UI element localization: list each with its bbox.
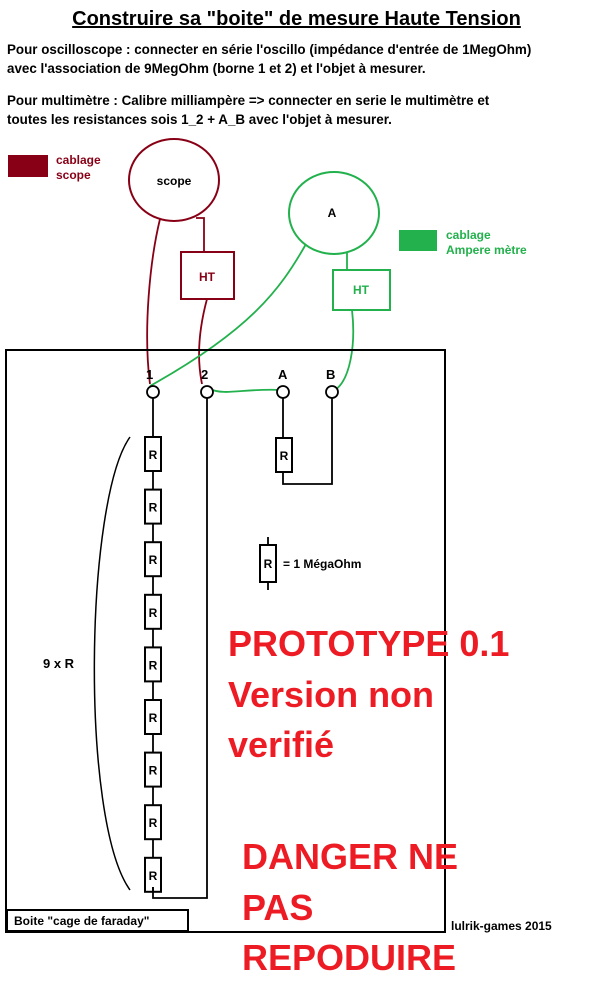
series-resistor-label: R: [149, 869, 158, 883]
ampere-ht-label: HT: [353, 283, 370, 297]
warning-line-2: Version non: [228, 674, 434, 715]
terminal-a: [276, 385, 290, 399]
resistor-chain: R R R R R R R R R: [144, 398, 162, 893]
multimeter-line-2: toutes les resistances sois 1_2 + A_B av…: [7, 112, 392, 127]
scope-label: scope: [157, 174, 192, 188]
series-count-label: 9 x R: [43, 656, 75, 671]
terminal-1: [146, 385, 160, 399]
ammeter-label: A: [328, 206, 337, 220]
resistor-value-label: = 1 MégaOhm: [283, 557, 361, 571]
ab-resistor: [275, 437, 293, 473]
ab-wire-to-terminal-b: [282, 398, 333, 485]
warning-line-4: DANGER NE: [242, 836, 458, 877]
terminal-2: [200, 385, 214, 399]
box-label-frame: [6, 909, 189, 932]
oscilloscope-instructions: Pour oscilloscope : connecter en série l…: [7, 40, 531, 78]
scope-wire-to-terminal-1: [146, 218, 161, 385]
scope-ht-box: [180, 251, 235, 300]
box-label: Boite "cage de faraday": [14, 914, 149, 928]
series-bracket: [93, 436, 131, 891]
ammeter-instrument: [288, 171, 380, 255]
series-resistor-label: R: [149, 711, 158, 725]
oscilloscope-line-1: Pour oscilloscope : connecter en série l…: [7, 42, 532, 57]
ampere-ht-box: [332, 269, 391, 311]
legend-resistor-label: R: [264, 557, 273, 571]
terminal-2-label: 2: [201, 367, 208, 382]
series-resistor-label: R: [149, 764, 158, 778]
ab-resistor-label: R: [280, 449, 289, 463]
ampere-legend-line-2: Ampere mètre: [446, 243, 527, 257]
multimeter-line-1: Pour multimètre : Calibre milliampère =>…: [7, 93, 490, 108]
warning-line-1: PROTOTYPE 0.1: [228, 623, 509, 664]
scope-instrument: [128, 138, 220, 222]
scope-wire-ht-to-terminal-2: [198, 298, 208, 385]
scope-legend-line-1: cablage: [56, 153, 101, 167]
oscilloscope-line-2: avec l'association de 9MegOhm (borne 1 e…: [7, 61, 426, 76]
ampere-legend-swatch: [399, 230, 437, 251]
terminal-1-label: 1: [146, 367, 153, 382]
terminal-a-label: A: [278, 367, 288, 382]
ampere-wire-ht-to-terminal-b: [334, 309, 355, 391]
warning-line-6: REPODUIRE: [242, 937, 456, 978]
ampere-wire-terminal-2-to-a: [209, 388, 283, 393]
warning-line-3: verifié: [228, 724, 334, 765]
return-wire-to-terminal-2: [152, 398, 208, 899]
scope-ht-label: HT: [199, 270, 216, 284]
series-resistor-label: R: [149, 553, 158, 567]
series-resistor-label: R: [149, 606, 158, 620]
faraday-cage-box: [5, 349, 446, 933]
ampere-legend-line-1: cablage: [446, 228, 491, 242]
ammeter-wire-to-terminal-1: [149, 243, 307, 387]
scope-legend-line-2: scope: [56, 168, 91, 182]
series-resistor-label: R: [149, 448, 158, 462]
series-resistor-label: R: [149, 501, 158, 515]
warning-line-5: PAS: [242, 887, 313, 928]
multimeter-instructions: Pour multimètre : Calibre milliampère =>…: [7, 91, 489, 129]
terminal-b-label: B: [326, 367, 335, 382]
page-title: Construire sa "boite" de mesure Haute Te…: [72, 8, 521, 30]
scope-legend-swatch: [8, 155, 48, 177]
legend-resistor: [259, 544, 277, 583]
credit-label: lulrik-games 2015: [451, 919, 552, 933]
series-resistor-label: R: [149, 658, 158, 672]
series-resistor-label: R: [149, 816, 158, 830]
terminal-b: [325, 385, 339, 399]
scope-wire-to-ht: [196, 217, 205, 252]
